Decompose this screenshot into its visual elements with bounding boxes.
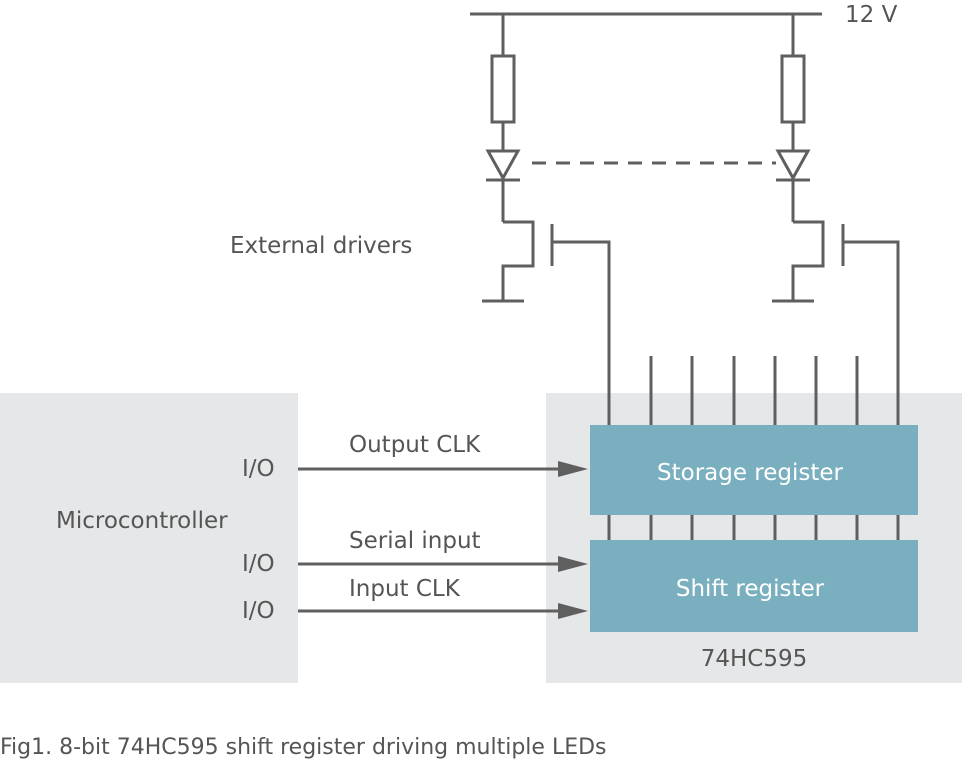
- drivers-label: External drivers: [230, 233, 412, 259]
- shift-register-label: Shift register: [676, 576, 825, 602]
- resistor-2: [780, 54, 806, 124]
- storage-register: [590, 425, 918, 515]
- microcontroller-block: [0, 393, 298, 683]
- register-interconnect: [607, 513, 900, 542]
- parallel-outputs: [649, 356, 859, 425]
- io-pin-3: I/O: [242, 598, 275, 624]
- storage-register-label: Storage register: [657, 460, 844, 486]
- output-clk-label: Output CLK: [349, 432, 481, 458]
- led-driver-branch-1: [482, 14, 611, 425]
- led-1: [485, 149, 521, 182]
- serial-input-arrow: [298, 556, 588, 572]
- io-pin-1: I/O: [242, 456, 275, 482]
- output-clk-arrow: [298, 461, 588, 477]
- transistor-1: [501, 220, 535, 301]
- transistor-2: [791, 220, 825, 301]
- led-2: [775, 149, 811, 182]
- serial-input-label: Serial input: [349, 528, 481, 554]
- shift-register: [590, 540, 918, 632]
- figure-caption: Fig1. 8-bit 74HC595 shift register drivi…: [0, 735, 607, 760]
- input-clk-arrow: [298, 603, 588, 619]
- microcontroller-label: Microcontroller: [56, 508, 228, 534]
- led-driver-branch-2: [772, 14, 900, 425]
- io-pin-2: I/O: [242, 551, 275, 577]
- input-clk-label: Input CLK: [349, 576, 461, 602]
- part-number: 74HC595: [701, 646, 808, 672]
- resistor-1: [490, 54, 516, 124]
- supply-label: 12 V: [845, 2, 898, 28]
